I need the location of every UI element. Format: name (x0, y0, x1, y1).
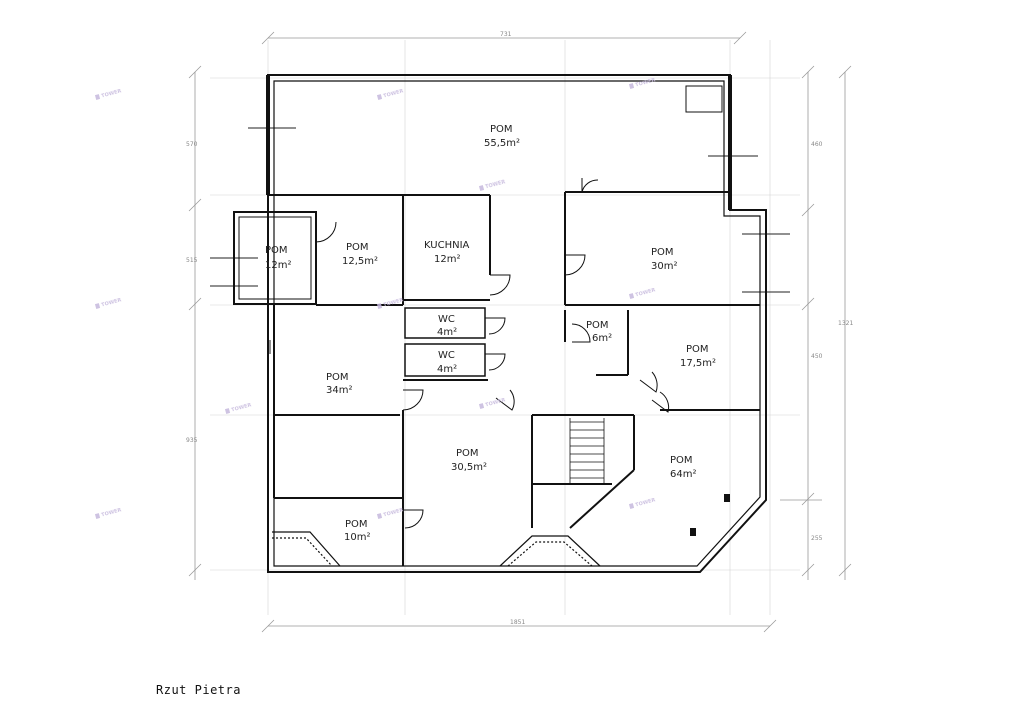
svg-text:34m²: 34m² (326, 385, 352, 396)
svg-text:64m²: 64m² (670, 469, 696, 480)
svg-text:12m²: 12m² (265, 260, 291, 271)
dim-left-3: 935 (186, 437, 198, 444)
dim-left-2: 515 (186, 257, 198, 264)
svg-text:KUCHNIA: KUCHNIA (424, 240, 470, 251)
room-labels: POM 55,5m² POM 12m² POM 12,5m² KUCHNIA 1… (265, 124, 716, 543)
dim-left-1: 570 (186, 141, 198, 148)
drawing-caption: Rzut Pietra (156, 683, 241, 697)
room-pom-12: POM 12m² (265, 245, 291, 271)
room-pom-17-5: POM 17,5m² (680, 344, 716, 369)
watermark-mark: TOWER (101, 297, 122, 308)
svg-text:6m²: 6m² (592, 333, 612, 344)
watermark-mark: TOWER (383, 297, 404, 308)
interior-walls (268, 191, 760, 566)
svg-text:POM: POM (686, 344, 709, 355)
svg-text:POM: POM (456, 448, 479, 459)
svg-text:12m²: 12m² (434, 254, 460, 265)
svg-text:4m²: 4m² (437, 364, 457, 375)
svg-text:4m²: 4m² (437, 327, 457, 338)
svg-text:POM: POM (265, 245, 288, 256)
room-pom-12-5: POM 12,5m² (342, 242, 378, 267)
bay-windows (272, 531, 601, 567)
watermark-mark: TOWER (231, 402, 252, 413)
svg-text:WC: WC (438, 314, 455, 325)
dim-top: 731 (500, 31, 512, 38)
room-wc-2: WC 4m² (437, 350, 457, 375)
svg-text:POM: POM (651, 247, 674, 258)
svg-text:30m²: 30m² (651, 261, 677, 272)
room-kuchnia: KUCHNIA 12m² (424, 240, 470, 265)
svg-text:30,5m²: 30,5m² (451, 462, 487, 473)
watermark-mark: TOWER (635, 287, 656, 298)
dim-right-3: 450 (811, 353, 823, 360)
svg-text:17,5m²: 17,5m² (680, 358, 716, 369)
watermark-mark: TOWER (383, 507, 404, 518)
room-pom-34: POM 34m² (326, 372, 352, 396)
room-wc-1: WC 4m² (437, 314, 457, 338)
svg-text:POM: POM (345, 519, 368, 530)
room-pom-30-right: POM 30m² (651, 247, 677, 272)
svg-text:POM: POM (346, 242, 369, 253)
axis-markers (210, 127, 790, 354)
watermark-mark: TOWER (635, 77, 656, 88)
room-pom-64: POM 64m² (670, 455, 696, 480)
dim-right-4: 255 (811, 535, 823, 542)
stair-treads (569, 418, 605, 484)
dim-bottom: 1851 (510, 619, 525, 626)
watermark-mark: TOWER (485, 397, 506, 408)
svg-text:55,5m²: 55,5m² (484, 138, 520, 149)
room-pom-6: POM 6m² (586, 320, 612, 344)
dim-right-1: 460 (811, 141, 823, 148)
svg-text:WC: WC (438, 350, 455, 361)
svg-text:POM: POM (326, 372, 349, 383)
svg-text:12,5m²: 12,5m² (342, 256, 378, 267)
watermark-mark: TOWER (383, 88, 404, 99)
room-pom-30-5: POM 30,5m² (451, 448, 487, 473)
dimension-labels: 731 1851 570 515 935 460 1321 450 255 (186, 31, 853, 626)
svg-text:POM: POM (586, 320, 609, 331)
watermark-mark: TOWER (101, 507, 122, 518)
watermark-mark: TOWER (101, 88, 122, 99)
watermark-mark: TOWER (485, 179, 506, 190)
svg-text:10m²: 10m² (344, 532, 370, 543)
room-pom-55: POM 55,5m² (484, 124, 520, 149)
doors (315, 178, 670, 529)
dim-right-2: 1321 (838, 320, 853, 327)
dimension-lines (188, 31, 852, 633)
watermarks: TOWER TOWER TOWER TOWER TOWER TOWER TOWE… (94, 77, 656, 519)
room-pom-10: POM 10m² (344, 519, 370, 543)
svg-text:POM: POM (490, 124, 513, 135)
svg-text:POM: POM (670, 455, 693, 466)
exterior-walls (266, 74, 767, 573)
watermark-mark: TOWER (635, 497, 656, 508)
fixtures (685, 85, 730, 536)
left-bay-walls (233, 211, 317, 305)
